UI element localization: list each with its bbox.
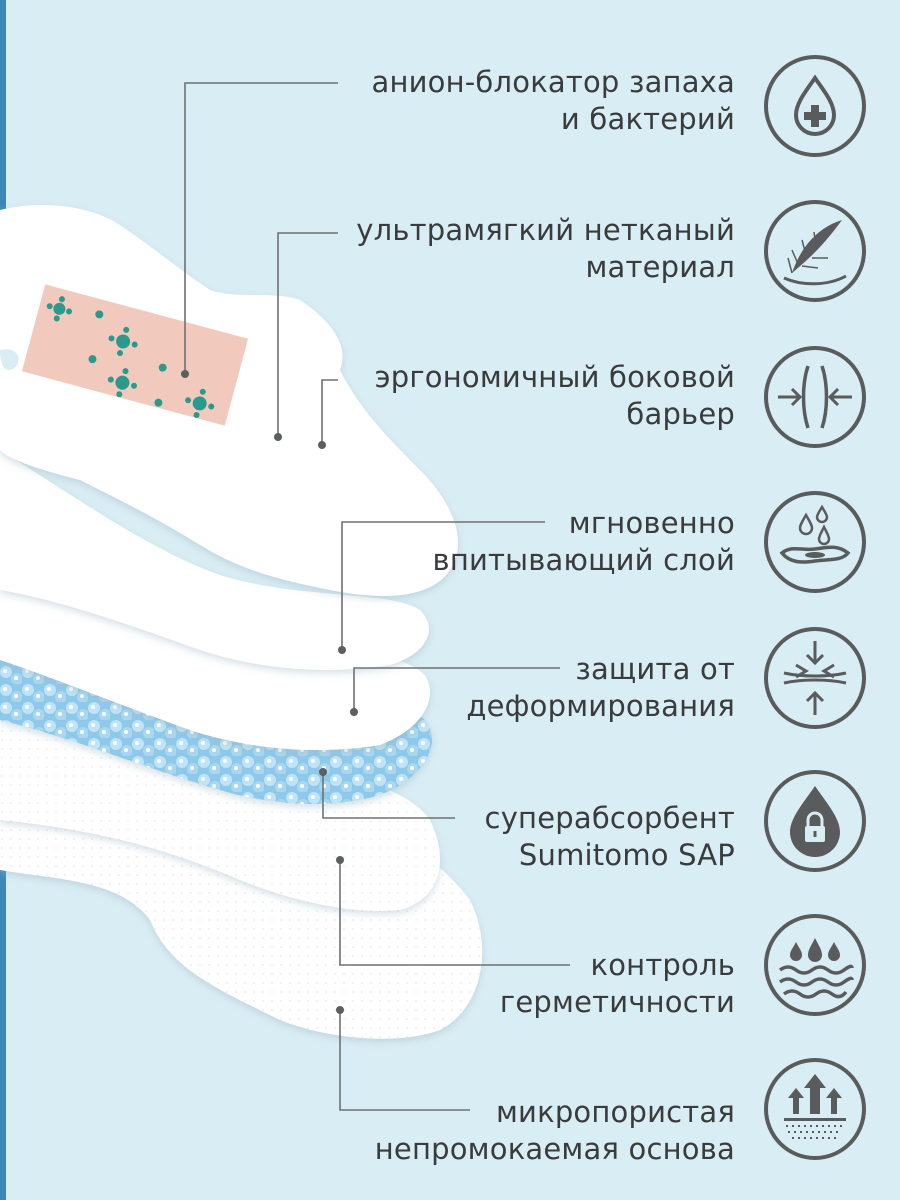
feature-label-8: микропористая непромокаемая основа bbox=[374, 1095, 735, 1166]
feature-label-2: ультрамягкий нетканый материал bbox=[356, 213, 735, 284]
leader-line-1 bbox=[184, 82, 338, 372]
feature-label-6: суперабсорбент Sumitomo SAP bbox=[484, 801, 735, 872]
leader-line-7 bbox=[339, 860, 570, 966]
drop-lock-icon bbox=[762, 768, 868, 874]
feature-label-1: анион-блокатор запаха и бактерий bbox=[371, 65, 735, 136]
side-barrier-arrows-icon bbox=[762, 344, 868, 450]
flower-patch bbox=[21, 284, 249, 426]
breathable-arrows-icon bbox=[762, 1056, 868, 1162]
layer-absorb bbox=[0, 450, 429, 670]
leader-line-6 bbox=[322, 772, 455, 819]
leader-line-4 bbox=[341, 521, 545, 648]
feature-label-4: мгновенно впитывающий слой bbox=[432, 506, 735, 577]
compression-arrows-icon bbox=[762, 625, 868, 731]
feather-icon bbox=[762, 198, 868, 304]
drops-on-pad-icon bbox=[762, 489, 868, 595]
leader-line-5 bbox=[353, 667, 560, 710]
drops-waves-icon bbox=[762, 912, 868, 1018]
leader-line-8 bbox=[339, 1010, 470, 1111]
drop-cross-icon bbox=[762, 53, 868, 159]
feature-label-7: контроль герметичности bbox=[499, 948, 735, 1019]
leader-line-2 bbox=[277, 232, 338, 435]
leader-line-3 bbox=[321, 379, 338, 443]
feature-label-3: эргономичный боковой барьер bbox=[374, 360, 735, 431]
feature-label-5: защита от деформирования bbox=[466, 652, 735, 723]
